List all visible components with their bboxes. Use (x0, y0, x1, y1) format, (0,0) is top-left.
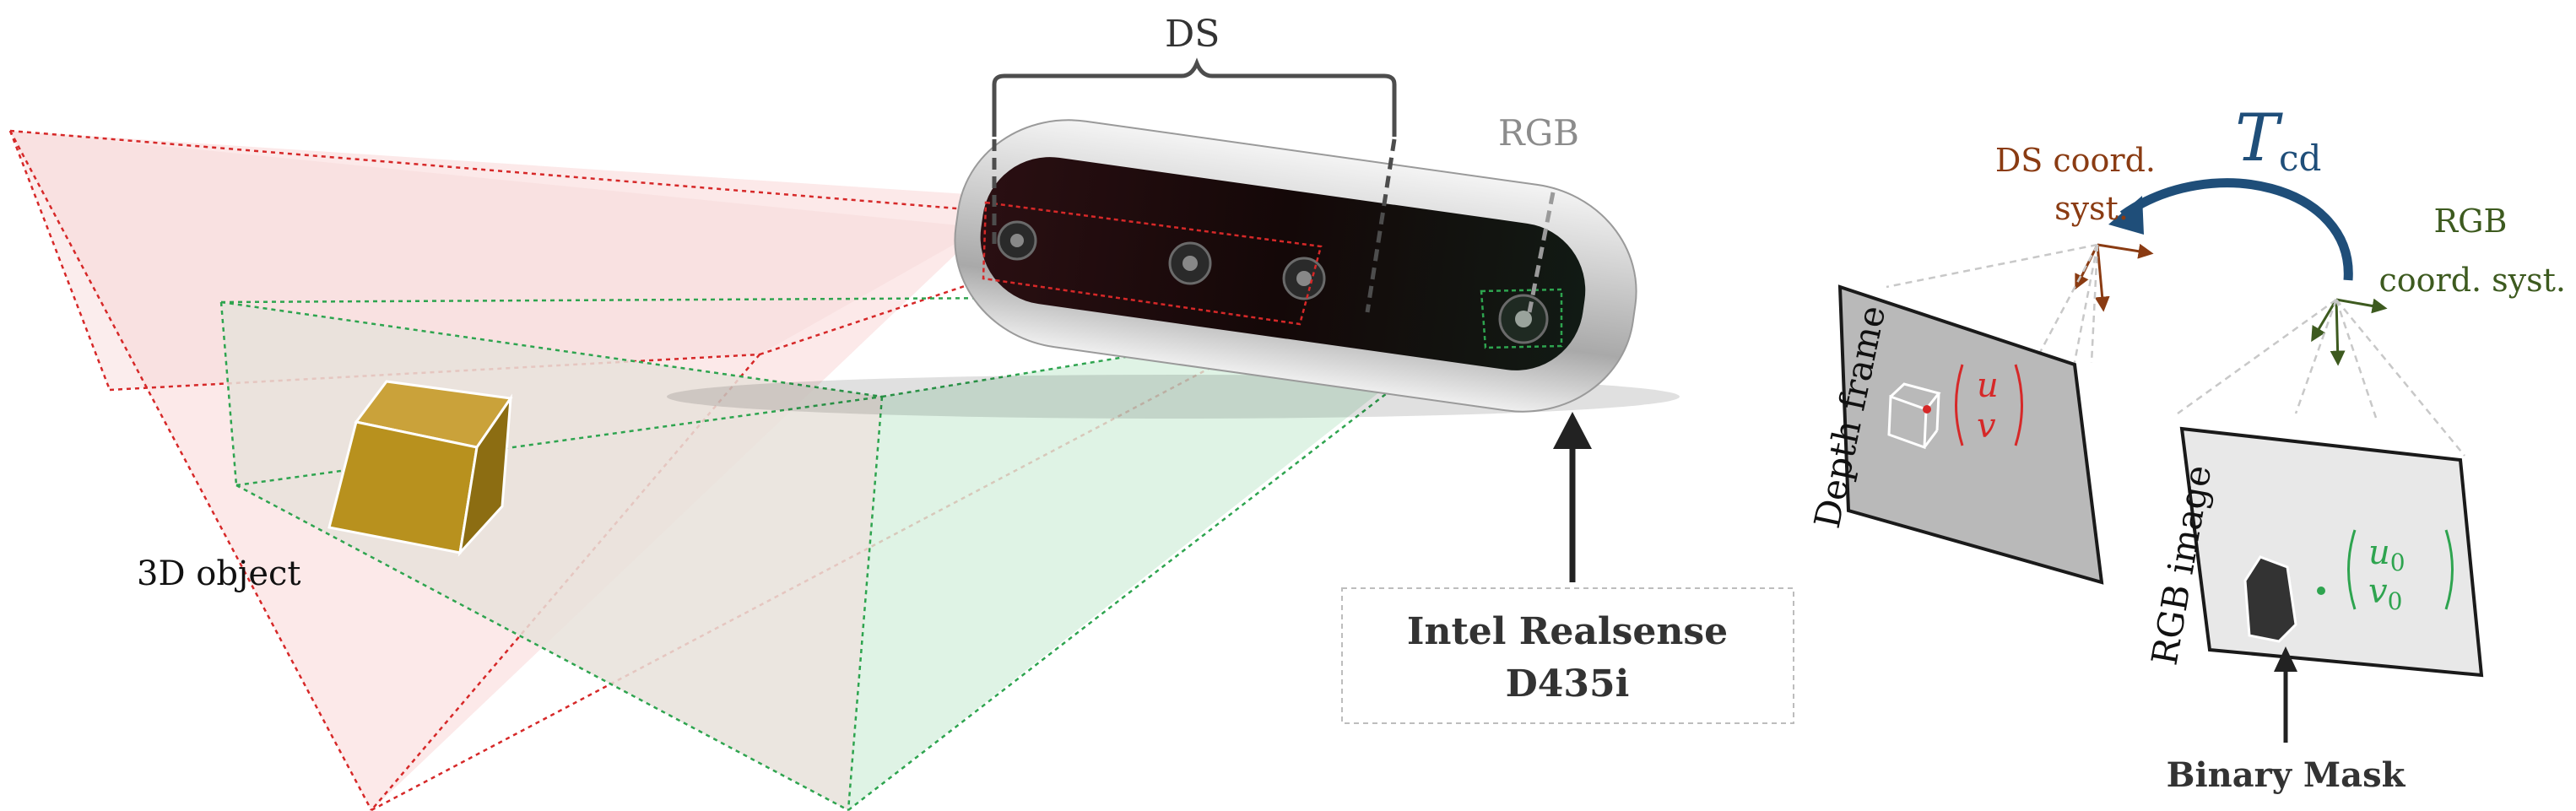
rgb-image-plane (2179, 426, 2484, 678)
uv0-vector: u0 v0 (2347, 529, 2454, 615)
rgb-coord-label-line2: coord. syst. (2378, 262, 2566, 299)
realsense-camera (667, 119, 1680, 419)
camera-label-box (1341, 587, 1794, 724)
camera-lenses (997, 220, 1549, 344)
uv-v: v (1977, 407, 1996, 446)
transform-arc (2119, 178, 2353, 281)
uv0-v: v0 (2368, 572, 2402, 615)
rgb-coordinate-axes (2311, 298, 2388, 366)
transform-label: Tcd (2235, 100, 2321, 179)
binary-mask-shape (2243, 555, 2297, 643)
uv0-u: u0 (2368, 533, 2406, 576)
ds-brace (992, 57, 1397, 313)
rgb-pointer (1527, 192, 1556, 313)
camera-label-line2: D435i (1506, 662, 1630, 706)
ds-coordinate-axes (2075, 243, 2154, 312)
object-label: 3D object (137, 554, 300, 593)
transform-arc-head (2108, 196, 2144, 235)
depth-point (1923, 405, 1931, 414)
ds-label: DS (1165, 13, 1220, 56)
rgb-coord-label-line1: RGB (2434, 203, 2508, 240)
binary-mask-label: Binary Mask (2167, 755, 2406, 795)
rgb-label: RGB (1498, 112, 1579, 154)
depth-frame-plane (1837, 284, 2104, 585)
uv-u: u (1977, 366, 1999, 405)
camera-label-line1: Intel Realsense (1407, 610, 1728, 653)
depth-object-cube (1887, 382, 1941, 450)
camera-arrow-head (1553, 412, 1592, 449)
uv-vector: u v (1955, 364, 2023, 446)
mask-arrow-head (2274, 646, 2297, 672)
projection-lines (1886, 243, 2465, 457)
ds-coord-label-line1: DS coord. (1995, 142, 2156, 179)
ds-coord-label-line2: syst. (2054, 190, 2129, 227)
object-cube (327, 380, 513, 557)
rgb-point (2317, 587, 2325, 595)
